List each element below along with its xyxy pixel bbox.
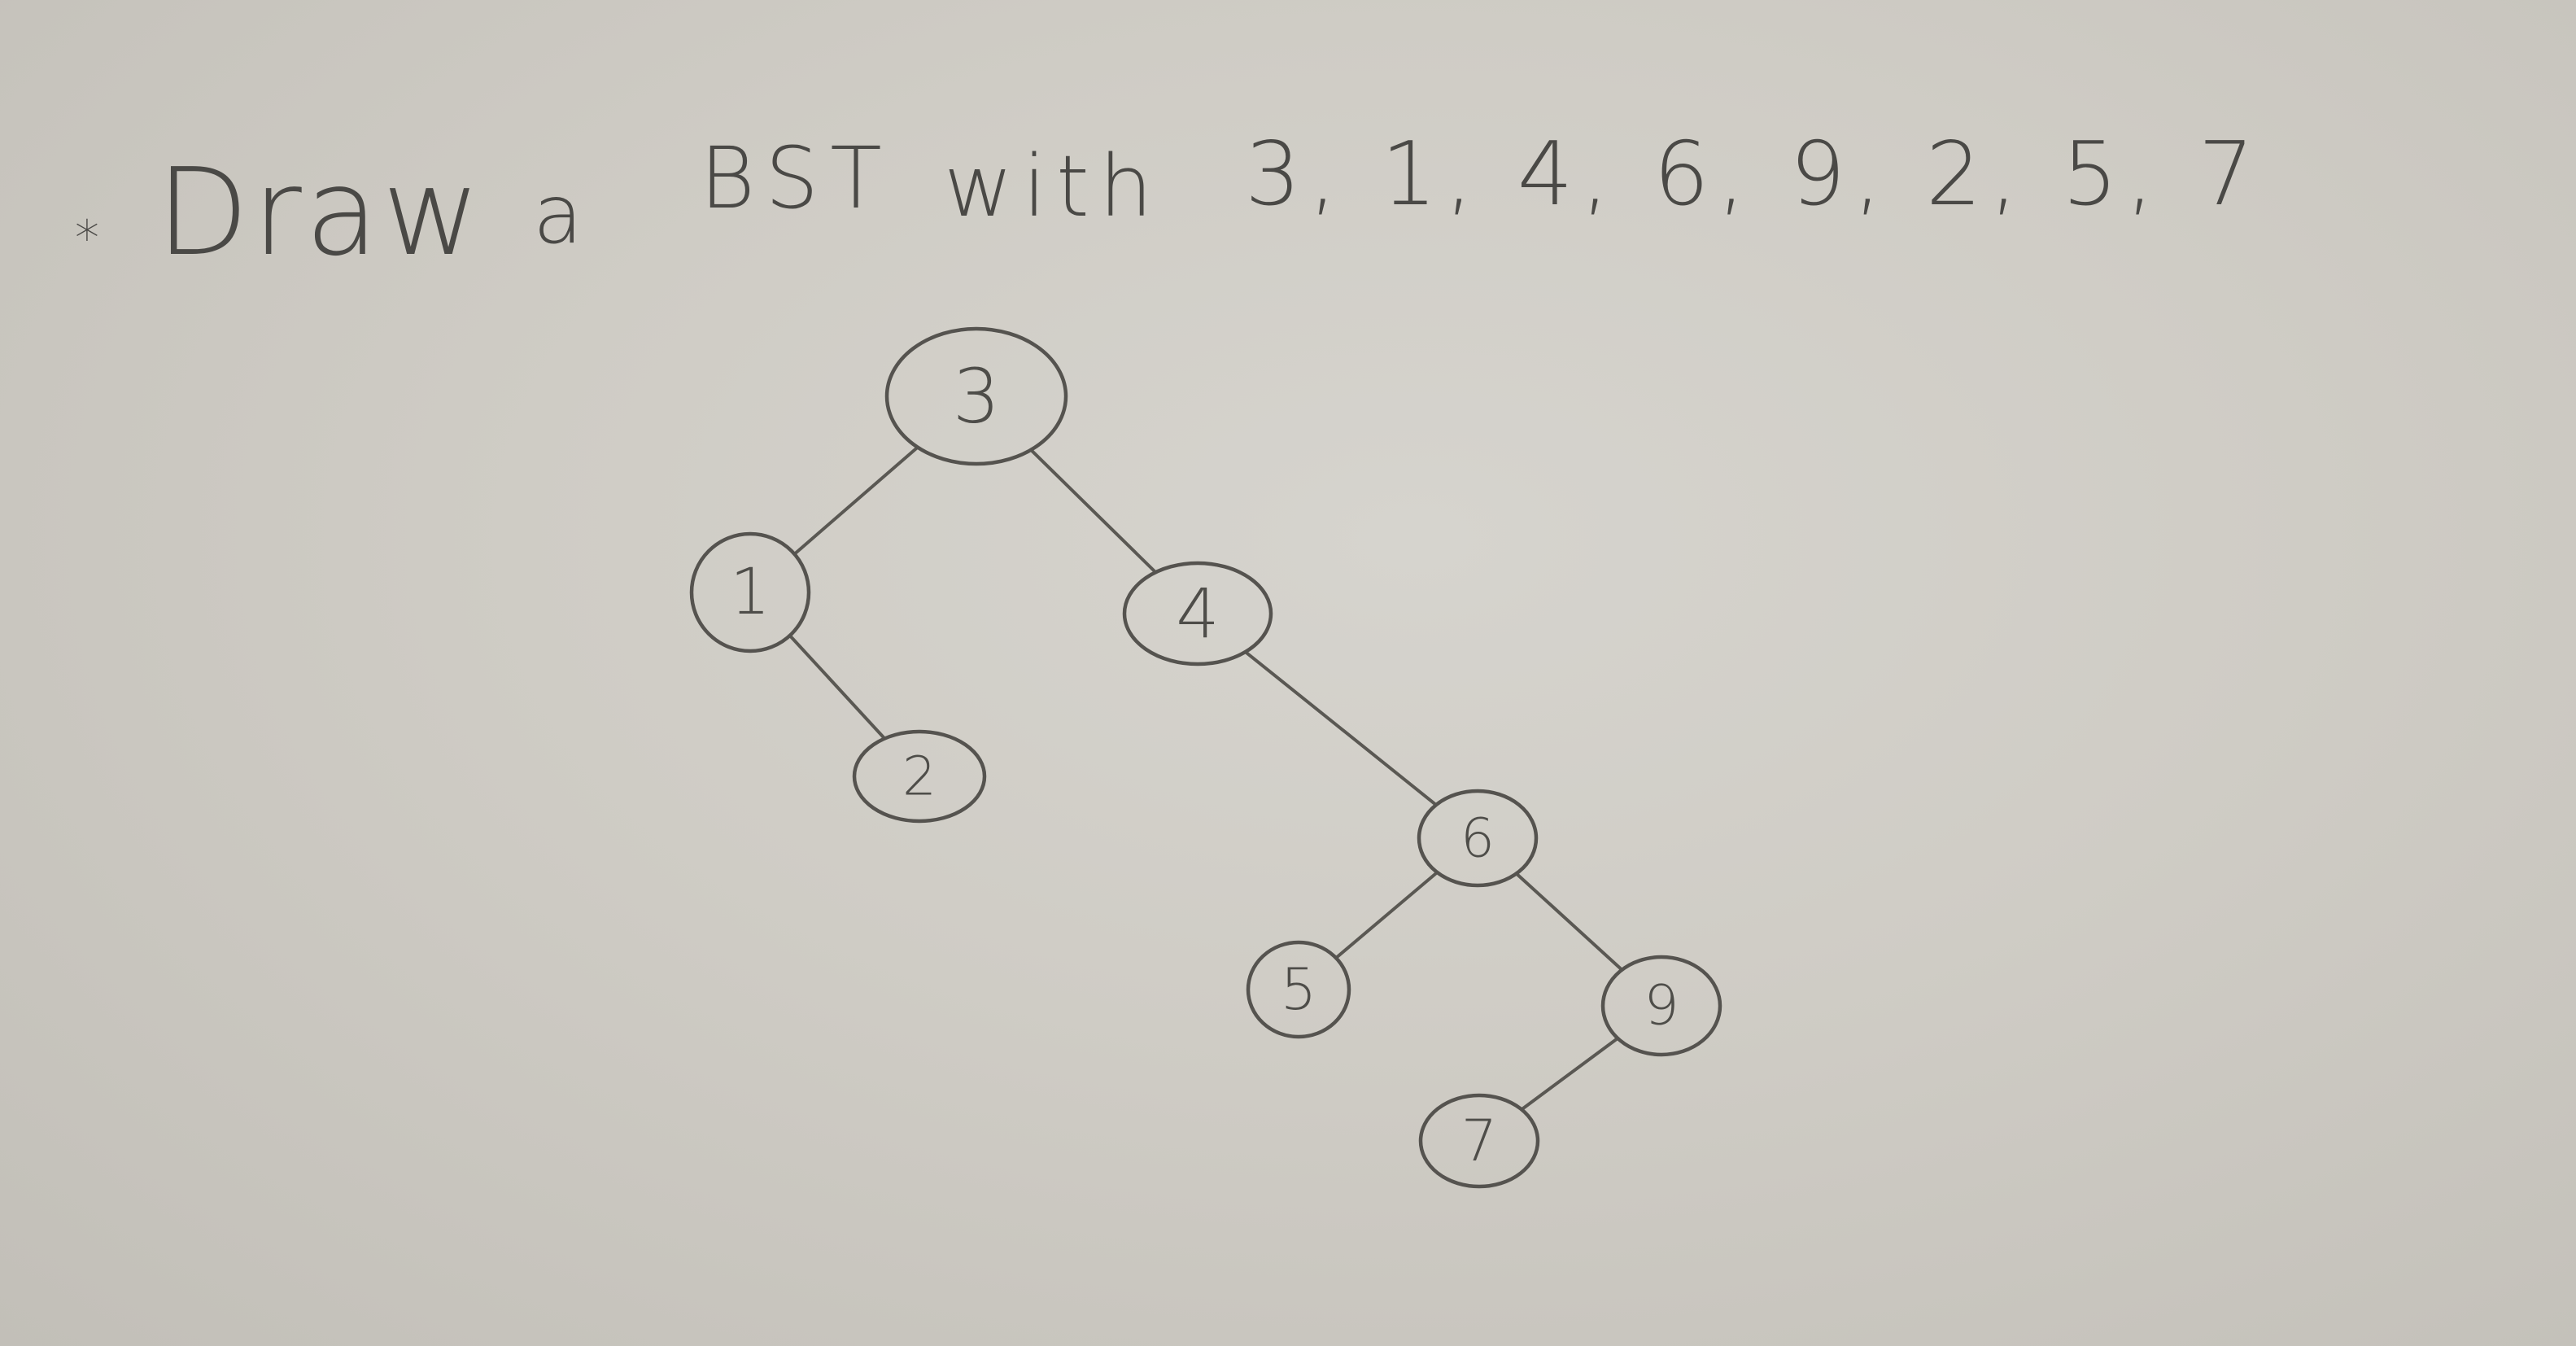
node-circle	[1122, 561, 1273, 666]
node-circle	[1417, 789, 1539, 888]
node-label: 5	[1281, 956, 1317, 1023]
edge-n6-n9	[1514, 872, 1624, 972]
edge-n3-n1	[792, 445, 919, 556]
node-label: 1	[730, 556, 771, 629]
node-label: 4	[1176, 574, 1219, 653]
edge-n1-n2	[788, 633, 887, 741]
title-word-a: a	[533, 167, 588, 262]
node-2: 2	[852, 729, 987, 824]
title-word-bst: BST	[700, 129, 893, 228]
node-label: 7	[1461, 1108, 1498, 1174]
edge-n4-n6	[1243, 650, 1438, 807]
node-label: 9	[1644, 974, 1679, 1038]
title-word-with: with	[944, 137, 1163, 236]
node-4: 4	[1122, 561, 1273, 666]
node-circle	[1600, 955, 1722, 1057]
node-label: 3	[953, 353, 1001, 440]
node-label: 6	[1460, 807, 1495, 870]
title-values: 3, 1, 4, 6, 9, 2, 5, 7	[1245, 124, 2263, 225]
node-circle	[1418, 1093, 1540, 1189]
node-1: 1	[689, 531, 811, 653]
node-circle	[884, 326, 1068, 466]
node-circle	[689, 531, 811, 653]
node-label: 2	[902, 745, 937, 808]
edge-n3-n4	[1029, 448, 1158, 575]
node-5: 5	[1246, 940, 1351, 1039]
title-bullet: *	[75, 210, 104, 267]
edge-n6-n5	[1334, 870, 1439, 960]
node-3: 3	[884, 326, 1068, 466]
node-circle	[1246, 940, 1351, 1039]
node-circle	[852, 729, 987, 824]
node-9: 9	[1600, 955, 1722, 1057]
node-6: 6	[1417, 789, 1539, 888]
edge-n9-n7	[1520, 1036, 1620, 1112]
node-7: 7	[1418, 1093, 1540, 1189]
title-word-draw: Draw	[156, 142, 484, 282]
